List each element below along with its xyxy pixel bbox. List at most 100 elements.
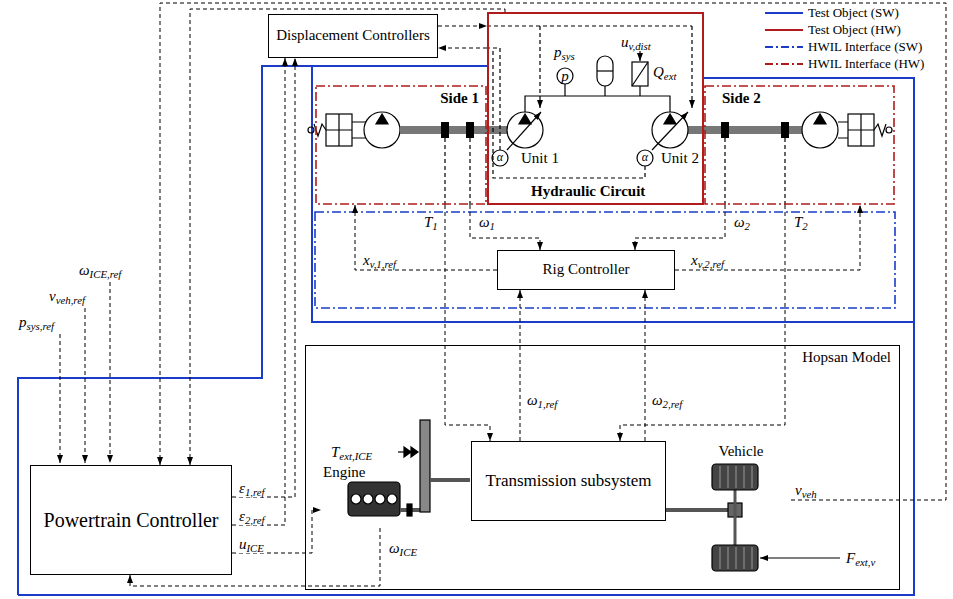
vehicle-block: Vehicle [691,441,791,576]
legend-sample-line [765,63,803,65]
side2-rig-part [848,114,874,146]
controller-box: Rig Controller [497,250,675,290]
side1-rig-part [326,114,352,146]
legend-sample-line [765,12,803,14]
legend-sample [765,8,803,18]
legend-sample-line [765,29,803,31]
legend-text: HWIL Interface (SW) [808,40,922,54]
signal-label: ω2 [733,214,751,231]
legend-sample [765,42,803,52]
legend-sample-line [765,46,803,48]
hydraulic-circuit-parts-part [597,56,613,86]
side1-rig-part [445,138,470,205]
legend-text: Test Object (SW) [808,6,899,20]
rig-side-region: Side 1 [315,85,487,205]
signal-label: Unit 2 [660,150,700,167]
signal-connector [232,58,295,497]
drivetrain-part [348,482,400,516]
side1-rig-part [441,122,449,138]
hydraulic-circuit-parts-part [507,112,541,150]
drivetrain-part [760,557,840,558]
signal-label: T1 [423,214,439,231]
hydraulic-circuit-region: Hydraulic Circuit [487,12,704,205]
legend-row: HWIL Interface (HW) [765,57,924,71]
node-title: Transmission subsystem [485,471,651,491]
node-title: Engine [323,464,366,481]
signal-label: ε1,ref [238,480,266,497]
drivetrain-part [720,466,752,569]
drivetrain-part [387,494,397,504]
drivetrain-part [712,545,758,571]
hydraulic-circuit-parts-part [487,26,692,106]
signal-label: ω1 [478,214,496,231]
signal-label: Qext [652,64,677,81]
region-outline [705,86,894,204]
legend-text: Test Object (HW) [808,23,901,37]
side2-rig-part [721,122,729,138]
signal-label: uICE [238,536,265,553]
side2-rig-part [814,114,826,124]
reference-inputs-part [60,334,61,463]
engine-block: Engine [321,463,405,528]
signal-label: Text,ICE [330,444,373,461]
drivetrain-part [712,464,758,490]
side1-rig-part [326,114,352,146]
signal-label: α [497,151,503,164]
hydraulic-circuit-parts-part [519,114,531,124]
signal-label: ωICE,ref [78,262,122,279]
node-title: Hopsan Model [802,349,891,366]
subsystem-box: Transmission subsystem [471,441,666,521]
hydraulic-circuit-parts-part [632,62,648,86]
hydraulic-circuit-parts-part [639,86,640,96]
signal-connector [438,48,487,49]
signal-label: ωICE [388,540,418,557]
signal-label: xv,2,ref [690,252,725,269]
hydraulic-circuit-parts-part [597,70,613,71]
signal-label: psys,ref [18,314,55,331]
node-title: Side 1 [440,90,479,107]
side1-rig-part [364,112,400,148]
signal-label: vveh,ref [48,288,86,305]
hydraulic-circuit-parts-part [664,114,676,124]
hwil-boundary-part [315,212,895,308]
drivetrain-part [420,420,430,512]
signal-connector [470,205,540,250]
side2-rig-part [802,112,838,148]
signal-connector [160,3,946,500]
drivetrain-part [375,494,385,504]
hydraulic-circuit-parts-part [639,51,640,61]
reference-inputs-part [85,308,86,463]
legend-row: HWIL Interface (SW) [765,40,922,54]
side1-rig-part [400,126,507,134]
signal-label: ω1,ref [526,392,558,409]
node-title: Hydraulic Circuit [531,183,645,200]
signal-connector [445,205,490,441]
drivetrain [348,420,840,571]
signal-label: Unit 1 [520,150,560,167]
signal-label: Fext,v [845,550,876,567]
signal-label: ω2,ref [651,392,683,409]
reference-inputs-part [110,282,111,463]
hydraulic-circuit-parts-part [492,150,508,166]
legend-row: Test Object (SW) [765,6,899,20]
controller-box: Powertrain Controller [30,465,232,575]
rig-side-region: Side 2 [704,85,895,205]
drivetrain-part [734,490,737,545]
sw-boundary [18,66,914,595]
drivetrain-part [398,451,404,452]
side1-rig-part [466,122,474,138]
signal-label: α [642,151,648,164]
hydraulic-circuit-parts-part [637,150,653,166]
side1-rig-part [376,114,388,124]
hydraulic-circuit-parts-part [487,48,645,178]
signal-connector [675,205,860,270]
legend-sample [765,59,803,69]
drivetrain-part [404,447,418,457]
signal-connector [232,510,321,553]
signal-connector [438,26,487,27]
side2-rig-part [781,122,789,138]
legend-text: HWIL Interface (HW) [808,57,924,71]
drivetrain-part [665,508,728,512]
legend-row: Test Object (HW) [765,23,901,37]
